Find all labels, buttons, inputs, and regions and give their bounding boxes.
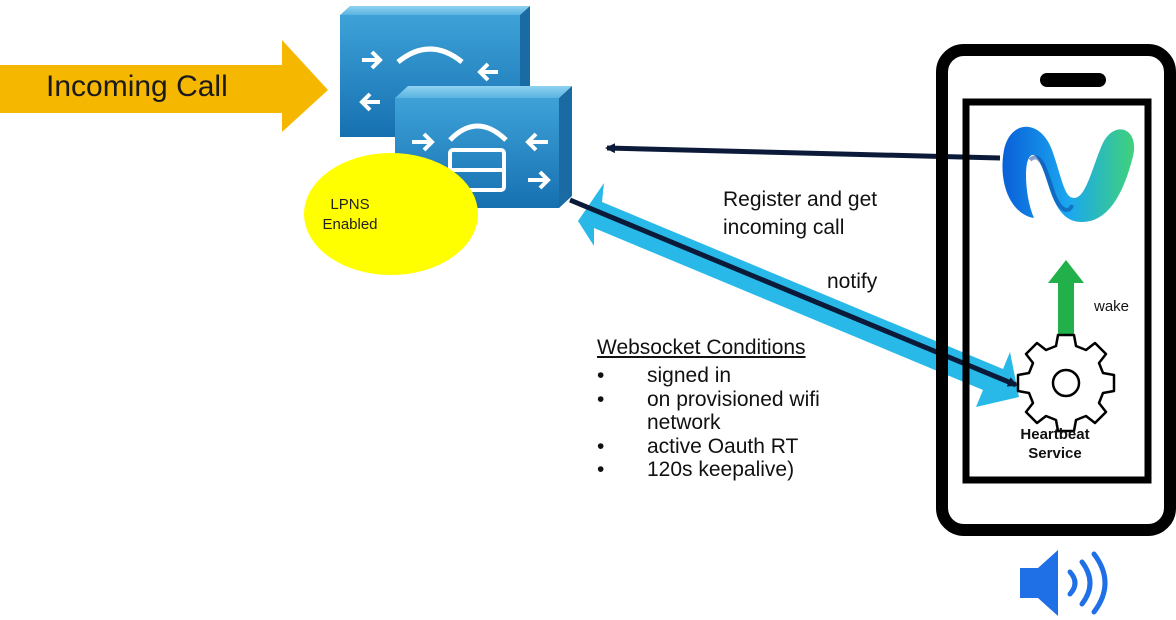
list-item: •on provisioned wifi [597, 387, 820, 411]
websocket-conditions-list: •signed in •on provisioned wifi network … [597, 364, 820, 482]
phone-device [936, 44, 1176, 536]
incoming-call-arrow-icon [0, 40, 328, 132]
lpns-line-2: Enabled [322, 216, 378, 233]
wake-label: wake [1094, 298, 1130, 315]
list-item: •signed in [597, 364, 732, 387]
notify-label: notify [827, 270, 878, 293]
lpns-line-1: LPNS [330, 196, 370, 213]
gear-icon [1016, 333, 1116, 433]
lpns-label: LPNS Enabled [300, 195, 400, 235]
heartbeat-line-1: Heartbeat [1020, 426, 1090, 443]
heartbeat-service-label: Heartbeat Service [1000, 425, 1110, 463]
speaker-icon [1020, 550, 1108, 616]
list-item: •active Oauth RT [597, 434, 799, 458]
websocket-conditions-title: Websocket Conditions [597, 336, 806, 359]
webex-logo-icon [1002, 126, 1135, 222]
register-label: Register and get incoming call [723, 186, 953, 242]
list-item-continuation: network [647, 411, 721, 434]
wake-arrow [1048, 260, 1084, 336]
register-line-1: Register and get [723, 188, 878, 211]
list-item: •120s keepalive) [597, 458, 795, 481]
lpns-badge [304, 153, 478, 275]
incoming-call-label: Incoming Call [46, 70, 228, 103]
register-arrow [605, 143, 1001, 161]
call-manager-router-icon [395, 86, 572, 208]
register-line-2: incoming call [723, 216, 845, 239]
heartbeat-line-2: Service [1028, 445, 1082, 462]
